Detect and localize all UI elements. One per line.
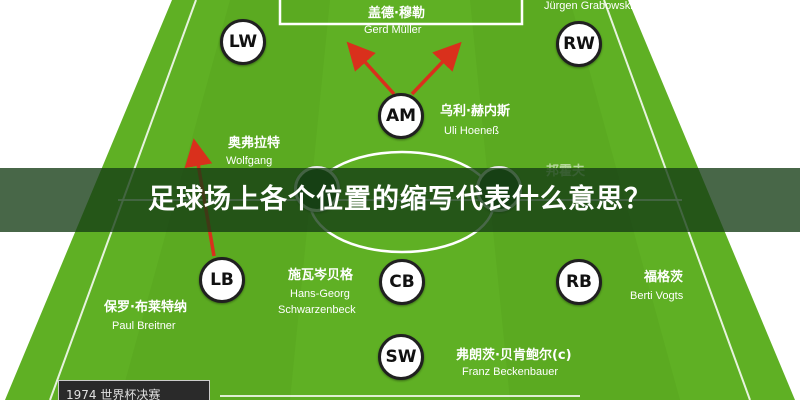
player-left-mid-en: Wolfgang bbox=[226, 155, 273, 167]
player-rb-cn: 福格茨 bbox=[644, 270, 684, 285]
position-lb-badge: LB bbox=[199, 257, 245, 303]
player-top-right-en: Jürgen Grabowski bbox=[544, 0, 633, 12]
player-cb-cn: 施瓦岑贝格 bbox=[288, 268, 354, 283]
position-sw-badge: SW bbox=[378, 334, 424, 380]
arrow-am-to-left bbox=[346, 41, 396, 96]
player-left-mid-cn: 奥弗拉特 bbox=[228, 136, 281, 151]
title-banner bbox=[0, 168, 800, 232]
top-penalty-box bbox=[278, 0, 524, 26]
player-lb-cn: 保罗·布莱特纳 bbox=[104, 300, 187, 315]
player-cb-en-line2: Schwarzenbeck bbox=[278, 304, 356, 316]
position-rw-badge: RW bbox=[556, 21, 602, 67]
player-cb-en-line1: Hans-Georg bbox=[290, 288, 350, 300]
player-top-center-en: Gerd Müller bbox=[364, 24, 422, 36]
player-am-en: Uli Hoeneß bbox=[444, 125, 500, 137]
player-sw-cn: 弗朗茨·贝肯鲍尔(c) bbox=[456, 348, 572, 363]
arrow-am-to-right bbox=[410, 41, 462, 96]
position-cb-badge: CB bbox=[379, 259, 425, 305]
position-rb-badge: RB bbox=[556, 259, 602, 305]
player-lb-en: Paul Breitner bbox=[112, 320, 176, 332]
player-top-center-cn: 盖德·穆勒 bbox=[368, 6, 425, 21]
caption-box bbox=[58, 380, 210, 400]
position-am-badge: AM bbox=[378, 93, 424, 139]
position-lw-badge: LW bbox=[220, 19, 266, 65]
caption-text: 1974 世界杯决赛 bbox=[66, 388, 161, 400]
title-banner-text: 足球场上各个位置的缩写代表什么意思？ bbox=[148, 184, 652, 215]
player-am-cn: 乌利·赫内斯 bbox=[440, 104, 510, 119]
player-rb-en: Berti Vogts bbox=[630, 290, 684, 302]
player-sw-en: Franz Beckenbauer bbox=[462, 366, 558, 378]
